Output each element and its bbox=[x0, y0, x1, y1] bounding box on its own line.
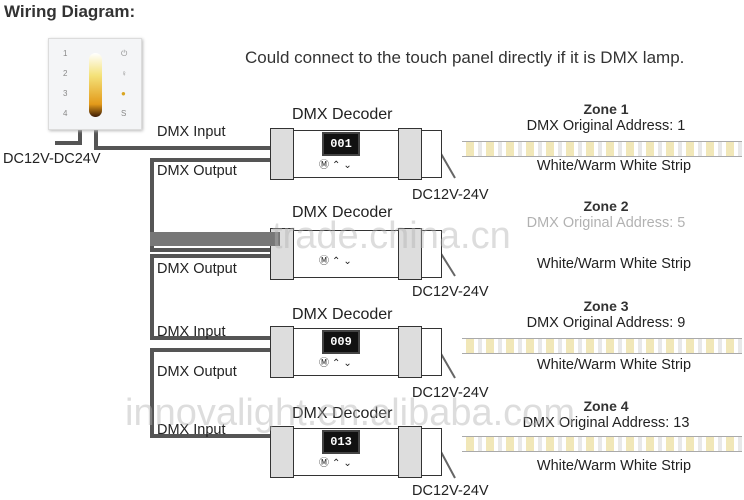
dmx-input-label: DMX Input bbox=[157, 124, 226, 140]
dmx-link-2-3 bbox=[150, 254, 270, 340]
decoder-title: DMX Decoder bbox=[292, 106, 393, 123]
strip-label: White/Warm White Strip bbox=[536, 158, 692, 174]
zone-button-4[interactable]: 4 bbox=[63, 109, 68, 118]
decoder-title: DMX Decoder bbox=[292, 405, 393, 422]
touch-panel[interactable]: 1 2 3 4 ⏻ ♀ ● S bbox=[48, 38, 142, 130]
panel-dmx-wire bbox=[94, 128, 270, 150]
strip-label: White/Warm White Strip bbox=[536, 357, 692, 373]
panel-power-label: DC12V-DC24V bbox=[3, 151, 101, 167]
address-display: 001 bbox=[322, 132, 360, 156]
led-strip-3 bbox=[462, 338, 742, 354]
decoder-title: DMX Decoder bbox=[292, 306, 393, 323]
zone-name: Zone 2 bbox=[583, 198, 629, 214]
led-strip-4 bbox=[462, 436, 742, 452]
dmx-decoder-1: 001 Ⓜ⌃⌄ bbox=[250, 126, 460, 180]
zone-address: DMX Original Address: 9 bbox=[526, 315, 686, 331]
zone-address: DMX Original Address: 5 bbox=[526, 215, 686, 231]
zone-button-1[interactable]: 1 bbox=[63, 49, 68, 58]
decoder-power-label: DC12V-24V bbox=[412, 284, 489, 300]
color-temperature-slider[interactable] bbox=[89, 53, 102, 117]
dmx-decoder-3: 009 Ⓜ⌃⌄ bbox=[250, 324, 460, 378]
decoder-power-label: DC12V-24V bbox=[412, 385, 489, 401]
dmx-link-1-2 bbox=[150, 158, 270, 252]
zone-button-2[interactable]: 2 bbox=[63, 69, 68, 78]
zone-name: Zone 4 bbox=[583, 398, 629, 414]
led-strip-1 bbox=[462, 141, 742, 157]
strip-label: White/Warm White Strip bbox=[536, 458, 692, 474]
watermark: trade.china.cn bbox=[272, 215, 511, 257]
watermark-band bbox=[150, 232, 280, 246]
address-display: 009 bbox=[322, 330, 360, 354]
dmx-output-label: DMX Output bbox=[157, 163, 237, 179]
zone-address: DMX Original Address: 13 bbox=[522, 415, 690, 431]
decoder-buttons[interactable]: Ⓜ⌃⌄ bbox=[319, 160, 355, 171]
dmx-output-label: DMX Output bbox=[157, 261, 237, 277]
scene-icon[interactable]: S bbox=[121, 109, 127, 118]
address-display: 013 bbox=[322, 430, 360, 454]
decoder-buttons[interactable]: Ⓜ⌃⌄ bbox=[319, 256, 355, 267]
zone-name: Zone 1 bbox=[583, 101, 629, 117]
dmx-input-label: DMX Input bbox=[157, 422, 226, 438]
power-icon[interactable]: ⏻ bbox=[121, 49, 128, 58]
dmx-link-3-4 bbox=[150, 348, 270, 438]
dmx-input-label: DMX Input bbox=[157, 324, 226, 340]
decoder-title: DMX Decoder bbox=[292, 204, 393, 221]
bulb-icon[interactable]: ♀ bbox=[121, 69, 127, 78]
diagram-title: Wiring Diagram: bbox=[4, 2, 136, 21]
zone-address: DMX Original Address: 1 bbox=[526, 118, 686, 134]
panel-power-wire bbox=[55, 128, 82, 145]
zone-name: Zone 3 bbox=[583, 298, 629, 314]
decoder-buttons[interactable]: Ⓜ⌃⌄ bbox=[319, 458, 355, 469]
watermark: innovalight.en.alibaba.com bbox=[125, 392, 575, 434]
dmx-decoder-2: Ⓜ⌃⌄ bbox=[250, 226, 460, 280]
strip-label: White/Warm White Strip bbox=[536, 256, 692, 272]
decoder-buttons[interactable]: Ⓜ⌃⌄ bbox=[319, 358, 355, 369]
decoder-power-label: DC12V-24V bbox=[412, 187, 489, 203]
decoder-power-label: DC12V-24V bbox=[412, 483, 489, 499]
dmx-decoder-4: 013 Ⓜ⌃⌄ bbox=[250, 424, 460, 478]
connection-note: Could connect to the touch panel directl… bbox=[245, 48, 685, 67]
zone-button-3[interactable]: 3 bbox=[63, 89, 68, 98]
dmx-output-label: DMX Output bbox=[157, 364, 237, 380]
warm-bulb-icon[interactable]: ● bbox=[121, 89, 126, 98]
